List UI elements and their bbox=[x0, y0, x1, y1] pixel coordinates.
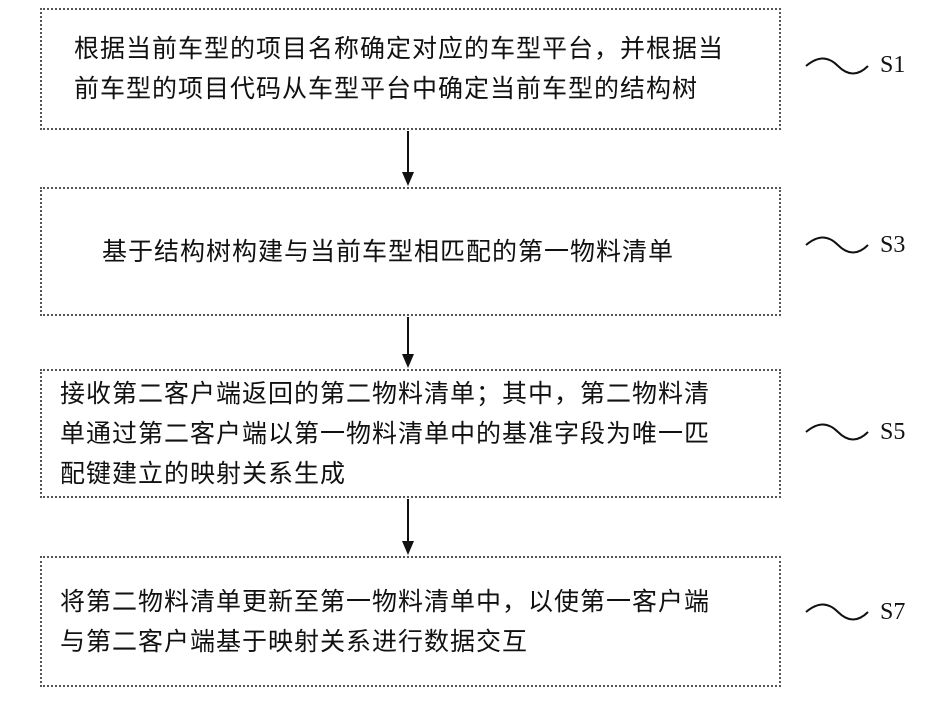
step-line: 基于结构树构建与当前车型相匹配的第一物料清单 bbox=[60, 232, 761, 272]
step-line: 将第二物料清单更新至第一物料清单中，以使第一客户端 bbox=[60, 582, 761, 622]
step-box-s7: 将第二物料清单更新至第一物料清单中，以使第一客户端 与第二客户端基于映射关系进行… bbox=[40, 556, 781, 687]
step-label-s3: S3 bbox=[880, 232, 905, 259]
flow-arrow-2 bbox=[402, 317, 414, 368]
step-text-s7: 将第二物料清单更新至第一物料清单中，以使第一客户端 与第二客户端基于映射关系进行… bbox=[60, 582, 761, 662]
step-line: 前车型的项目代码从车型平台中确定当前车型的结构树 bbox=[60, 69, 761, 109]
flow-arrow-1 bbox=[402, 131, 414, 186]
leader-squiggle-s5 bbox=[806, 425, 868, 440]
step-box-s1: 根据当前车型的项目名称确定对应的车型平台，并根据当 前车型的项目代码从车型平台中… bbox=[40, 8, 781, 130]
leader-squiggle-s1 bbox=[806, 59, 868, 74]
step-text-s1: 根据当前车型的项目名称确定对应的车型平台，并根据当 前车型的项目代码从车型平台中… bbox=[60, 29, 761, 109]
step-label-s1: S1 bbox=[880, 52, 905, 79]
step-box-s3: 基于结构树构建与当前车型相匹配的第一物料清单 bbox=[40, 187, 781, 316]
step-label-s5: S5 bbox=[880, 419, 905, 446]
step-line: 单通过第二客户端以第一物料清单中的基准字段为唯一匹 bbox=[60, 414, 761, 454]
step-text-s5: 接收第二客户端返回的第二物料清单；其中，第二物料清 单通过第二客户端以第一物料清… bbox=[60, 374, 761, 494]
leader-squiggle-s7 bbox=[806, 605, 868, 620]
step-line: 根据当前车型的项目名称确定对应的车型平台，并根据当 bbox=[60, 29, 761, 69]
leader-squiggle-s3 bbox=[806, 238, 868, 253]
step-box-s5: 接收第二客户端返回的第二物料清单；其中，第二物料清 单通过第二客户端以第一物料清… bbox=[40, 369, 781, 498]
step-line: 接收第二客户端返回的第二物料清单；其中，第二物料清 bbox=[60, 374, 761, 414]
step-text-s3: 基于结构树构建与当前车型相匹配的第一物料清单 bbox=[60, 232, 761, 272]
step-label-s7: S7 bbox=[880, 599, 905, 626]
step-line: 与第二客户端基于映射关系进行数据交互 bbox=[60, 622, 761, 662]
step-line: 配键建立的映射关系生成 bbox=[60, 454, 761, 494]
flow-arrow-3 bbox=[402, 499, 414, 555]
